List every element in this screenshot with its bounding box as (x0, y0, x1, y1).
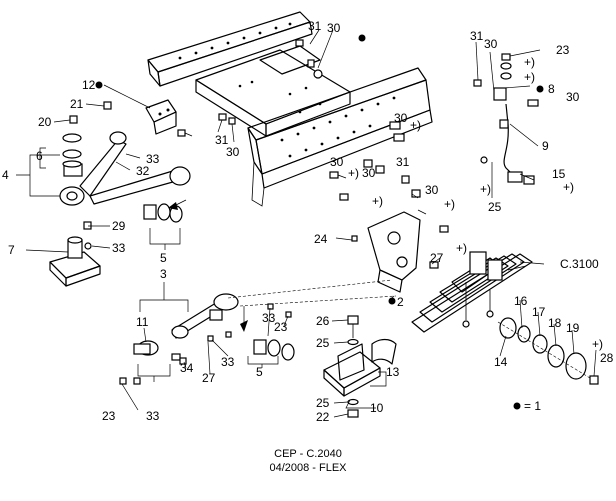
callout-15: 15 (552, 167, 566, 181)
callout-4: 4 (2, 168, 9, 182)
callout-11: 11 (136, 315, 149, 329)
callout-19: 19 (566, 321, 580, 335)
callout-plus: +) (592, 337, 603, 351)
callout-25: 25 (316, 336, 330, 350)
callout-30: 30 (226, 145, 240, 159)
callout-14: 14 (494, 355, 508, 369)
bearing-5-top (143, 199, 187, 223)
callout-31: 31 (215, 133, 229, 147)
callout-24: 24 (314, 232, 328, 246)
callout-plus: +) (563, 180, 574, 194)
legend-text: = 1 (524, 399, 541, 413)
callout-27: 27 (202, 371, 216, 385)
callout-30: 30 (566, 90, 580, 104)
reference-dots (95, 34, 544, 410)
bracket-assembly-10 (323, 315, 397, 418)
leader-lines (16, 29, 597, 418)
callout-23: 23 (556, 43, 570, 57)
callout-30: 30 (327, 21, 341, 35)
callout-31: 31 (308, 19, 322, 33)
bushing-stack-6 (62, 133, 83, 177)
callout-26: 26 (316, 314, 330, 328)
callout-32: 32 (136, 164, 150, 178)
callout-10: 10 (370, 401, 384, 415)
callout-22: 22 (316, 410, 330, 424)
callout-31: 31 (470, 29, 484, 43)
mounting-base-7 (49, 221, 101, 287)
fasteners (69, 39, 539, 269)
callout-27: 27 (430, 251, 444, 265)
callout-34: 34 (180, 361, 194, 375)
callout-31: 31 (396, 155, 410, 169)
callout-25: 25 (488, 200, 502, 214)
callout-plus: +) (524, 70, 535, 84)
callout-18: 18 (548, 316, 562, 330)
callout-plus: +) (348, 166, 359, 180)
callout-30: 30 (394, 111, 408, 125)
callout-c3100: C.3100 (560, 257, 599, 271)
bracket-12 (145, 99, 177, 135)
callout-29: 29 (112, 219, 126, 233)
callout-5: 5 (160, 251, 167, 265)
callout-17: 17 (532, 305, 546, 319)
loose-fasteners (119, 303, 292, 385)
callout-plus: +) (444, 197, 455, 211)
callout-12: 12 (82, 78, 96, 92)
callout-30: 30 (425, 183, 439, 197)
callout-25: 25 (316, 396, 330, 410)
callout-plus: +) (456, 241, 467, 255)
callout-23: 23 (102, 409, 116, 423)
callout-33: 33 (146, 409, 160, 423)
callout-7: 7 (8, 243, 15, 257)
callout-plus: +) (372, 194, 383, 208)
callout-plus: +) (410, 118, 421, 132)
callout-13: 13 (386, 365, 400, 379)
stabilizer-rod-3 (133, 279, 397, 361)
callout-23: 23 (274, 320, 288, 334)
callout-33: 33 (146, 152, 160, 166)
leaf-spring (411, 251, 533, 333)
callout-30: 30 (362, 166, 376, 180)
callout-28: 28 (600, 351, 614, 365)
tie-rod-4 (59, 131, 191, 206)
callout-6: 6 (36, 149, 43, 163)
callout-30: 30 (484, 37, 498, 51)
callout-8: 8 (548, 82, 555, 96)
callout-9: 9 (542, 139, 549, 153)
upper-chassis-rail (147, 11, 313, 87)
footer-reference: CEP - C.2040 (274, 448, 342, 460)
footer-date: 04/2008 - FLEX (269, 462, 347, 474)
callout-5: 5 (256, 365, 263, 379)
callout-33: 33 (221, 355, 235, 369)
main-chassis-rail (247, 67, 433, 207)
spring-hanger-2 (367, 211, 421, 293)
bearing-5-bottom (240, 306, 295, 361)
callout-plus: +) (480, 182, 491, 196)
callout-2: 2 (397, 295, 404, 309)
callout-3: 3 (160, 267, 167, 281)
callout-16: 16 (514, 294, 528, 308)
cross-member (195, 45, 351, 137)
callout-labels: 31 30 12 21 20 6 4 33 32 31 30 31 30 23 … (2, 19, 614, 424)
callout-33: 33 (262, 311, 276, 325)
callout-21: 21 (70, 97, 84, 111)
brake-line-9 (480, 87, 535, 185)
callout-30: 30 (330, 155, 344, 169)
callout-33: 33 (112, 241, 126, 255)
callout-plus: +) (524, 55, 535, 69)
callout-20: 20 (38, 115, 52, 129)
